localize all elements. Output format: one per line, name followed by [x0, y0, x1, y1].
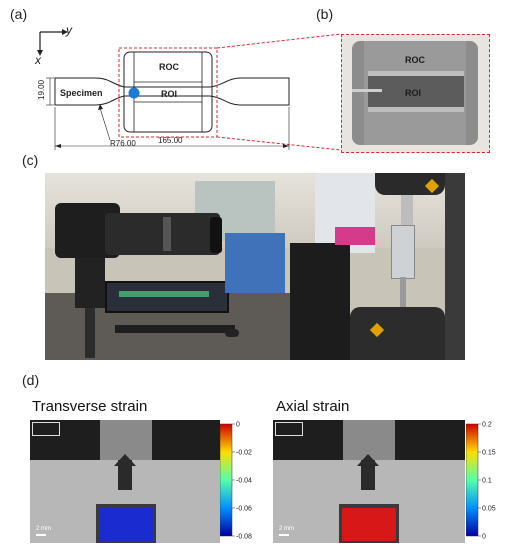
- axis-x-label: x: [34, 53, 42, 67]
- axial-strain-title: Axial strain: [276, 398, 350, 415]
- specimen-outline: [54, 77, 290, 106]
- axis-y-label: y: [65, 23, 73, 37]
- panel-label-c: (c): [22, 152, 39, 168]
- test-setup-photo: [45, 173, 465, 360]
- transverse-strain-title: Transverse strain: [32, 398, 148, 415]
- dim-radius: R76.00: [110, 139, 136, 148]
- dim-width: 19.00: [37, 79, 46, 100]
- specimen-drawing: y x ROC ROI Specimen 19.00 R76.00 165.00: [34, 23, 342, 151]
- axial-tick-label: 0.05: [482, 506, 496, 513]
- panel-label-a: (a): [10, 6, 28, 22]
- panel-label-b: (b): [316, 6, 334, 22]
- axial-scale-bar: 2 mm: [279, 526, 294, 532]
- roc-closeup-label: ROC: [405, 55, 425, 65]
- transverse-roi-fill: [99, 508, 153, 541]
- axial-tick-label: 0.1: [482, 478, 492, 485]
- dim-length: 165.00: [158, 136, 183, 145]
- axial-tick-label: 0: [482, 534, 486, 541]
- transverse-tick-label: -0.06: [236, 506, 252, 513]
- specimen-label: Specimen: [60, 88, 103, 98]
- panel-label-d: (d): [22, 372, 40, 388]
- grip-closeup-photo: ROC ROI: [341, 34, 490, 153]
- transverse-strain-map: 2 mm: [30, 420, 220, 543]
- transverse-colorbar: 0 -0.02 -0.04 -0.06 -0.08: [220, 422, 252, 541]
- transverse-tick-label: -0.02: [236, 450, 252, 457]
- axial-strain-map: 2 mm: [273, 420, 465, 543]
- roi-closeup-label: ROI: [405, 88, 422, 98]
- axial-roi-fill: [342, 508, 396, 541]
- roc-label: ROC: [159, 62, 180, 72]
- transverse-scale-bar: 2 mm: [36, 526, 51, 532]
- axial-tick-label: 0.2: [482, 422, 492, 429]
- transverse-tick-label: 0: [236, 422, 240, 429]
- roi-label: ROI: [161, 89, 177, 99]
- measurement-dot: [128, 87, 140, 99]
- transverse-tick-label: -0.04: [236, 478, 252, 485]
- zoom-box: [118, 47, 218, 138]
- axial-tick-label: 0.15: [482, 450, 496, 457]
- axial-colorbar: 0.2 0.15 0.1 0.05 0: [466, 422, 496, 541]
- grip-plate: [123, 51, 213, 133]
- transverse-tick-label: -0.08: [236, 534, 252, 541]
